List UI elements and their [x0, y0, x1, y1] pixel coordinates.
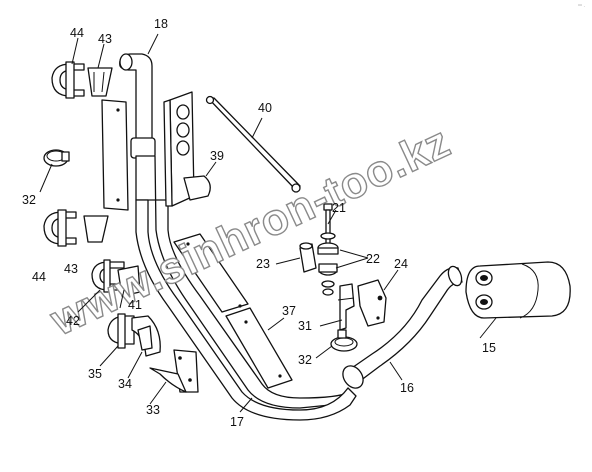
part-33-mounting-bracket [149, 349, 199, 393]
part-43-upper-clamp-bracket [87, 67, 113, 97]
callout-leader-lines [39, 33, 497, 413]
part-44-lower-clamp-halves [43, 209, 77, 247]
part-22-rubber-bushings [317, 242, 339, 296]
part-40-support-rod [205, 95, 301, 193]
callout-39: 39 [210, 149, 224, 163]
part-32-upper-hose-clamp [43, 149, 70, 167]
callout-18: 18 [154, 17, 168, 31]
callout-37: 37 [282, 304, 296, 318]
callout-41: 41 [128, 298, 142, 312]
part-23-spacer-sleeve [299, 242, 317, 273]
part-44-upper-clamp-halves [51, 61, 85, 99]
callout-40: 40 [258, 101, 272, 115]
callout-24: 24 [394, 257, 408, 271]
part-32-lower-hose-clamp [330, 329, 358, 352]
part-42-clamp-ring [91, 259, 125, 293]
callout-17: 17 [230, 415, 244, 429]
part-24-support-block [357, 279, 387, 327]
callout-33: 33 [146, 403, 160, 417]
callout-35: 35 [88, 367, 102, 381]
callout-22: 22 [366, 252, 380, 266]
callout-43-upper: 43 [98, 32, 112, 46]
part-39-mounting-bracket [163, 91, 211, 207]
part-31-bracket [337, 283, 355, 331]
callout-44-upper: 44 [70, 26, 84, 40]
callout-21: 21 [332, 201, 346, 215]
part-18-vertical-exhaust-pipe [119, 53, 351, 409]
callout-32-upper: 32 [22, 193, 36, 207]
part-34-clamp-support [131, 315, 161, 357]
callout-43-lower: 43 [64, 262, 78, 276]
callout-31: 31 [298, 319, 312, 333]
part-43-lower-clamp-bracket [83, 215, 109, 243]
corner-mark: °° · [578, 4, 585, 10]
callout-32-lower: 32 [298, 353, 312, 367]
callout-42: 42 [66, 314, 80, 328]
callout-16: 16 [400, 381, 414, 395]
upper-bracket-plate [101, 99, 129, 211]
callout-labels: 18 44 43 40 39 32 21 44 43 22 23 24 41 4… [22, 17, 496, 429]
callout-23: 23 [256, 257, 270, 271]
part-17-lower-exhaust-pipe [135, 199, 357, 421]
part-16-connecting-pipe [342, 265, 463, 389]
part-41-clamp-bracket [117, 265, 141, 297]
callout-34: 34 [118, 377, 132, 391]
callout-44-lower: 44 [32, 270, 46, 284]
part-35-clamp-collar [107, 313, 135, 349]
callout-15: 15 [482, 341, 496, 355]
part-15-muffler [465, 261, 571, 319]
part-37-heat-shield-plate [173, 233, 293, 389]
